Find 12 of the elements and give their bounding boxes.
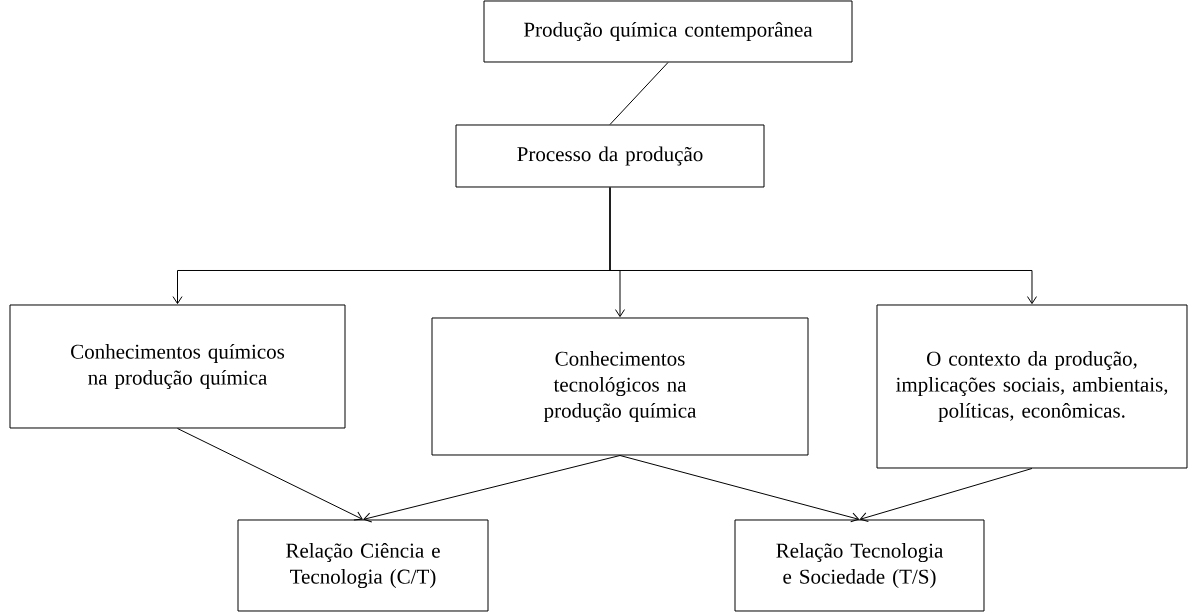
arrow — [363, 455, 621, 523]
arrow — [859, 468, 1033, 523]
text-box: O contexto da produção, implicações sociais, ambientais, políticas, econômicas. — [876, 304, 1188, 469]
arrow — [609, 187, 1037, 305]
arrow — [619, 455, 860, 523]
text-box: Processo da produção — [455, 124, 765, 188]
text-box: Conhecimentos tecnológicos na produção química — [431, 317, 809, 456]
text-box: Conhecimentos químicos na produção química — [9, 304, 346, 429]
text-box: Produção química contemporânea — [483, 0, 853, 63]
text-box: Relação Tecnologia e Sociedade (T/S) — [734, 519, 985, 612]
arrow — [177, 428, 363, 521]
text-box: Relação Ciência e Tecnologia (C/T) — [237, 519, 489, 612]
